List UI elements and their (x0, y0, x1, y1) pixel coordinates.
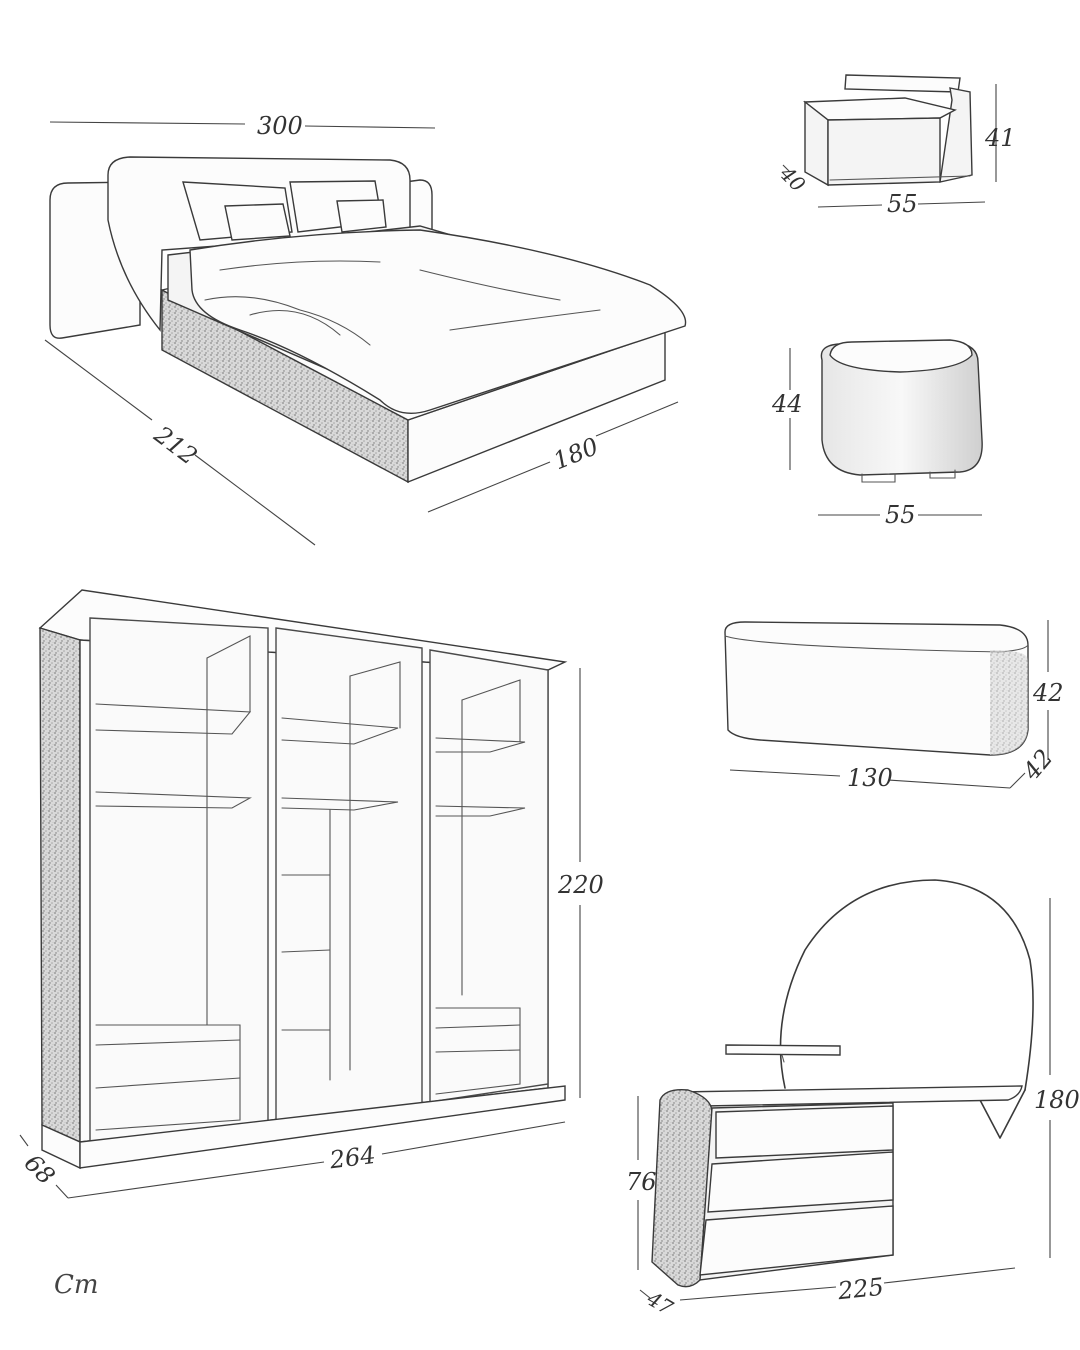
bench-height-label: 42 (1032, 679, 1064, 707)
vanity-drawing (651, 879, 1034, 1288)
nightstand-width-label: 55 (887, 190, 918, 218)
units-label: Cm (54, 1270, 99, 1300)
nightstand-height-label: 41 (984, 124, 1016, 152)
bed-depth-label: 180 (549, 432, 602, 475)
bed-width-label: 300 (257, 112, 303, 140)
vanity-desk-height-label: 76 (626, 1168, 657, 1196)
pouf-dimensions: 44 55 (771, 348, 982, 529)
wardrobe-height-label: 220 (557, 871, 604, 899)
nightstand-drawing (803, 74, 973, 187)
pouf-height-label: 44 (771, 390, 803, 418)
pouf-width-label: 55 (885, 501, 916, 529)
bench-width-label: 130 (847, 764, 893, 792)
bed-drawing (49, 156, 687, 484)
wardrobe-width-label: 264 (327, 1141, 377, 1174)
wardrobe-drawing (38, 589, 568, 1170)
pouf-drawing (820, 339, 983, 483)
bench-depth-label: 42 (1017, 744, 1059, 786)
bed-length-label: 212 (148, 420, 202, 471)
vanity-width-label: 225 (836, 1273, 885, 1306)
vanity-depth-label: 47 (642, 1286, 677, 1320)
vanity-height-label: 180 (1034, 1086, 1080, 1114)
bench-drawing (724, 621, 1029, 756)
vanity-dimensions: 180 76 225 47 (626, 898, 1080, 1320)
